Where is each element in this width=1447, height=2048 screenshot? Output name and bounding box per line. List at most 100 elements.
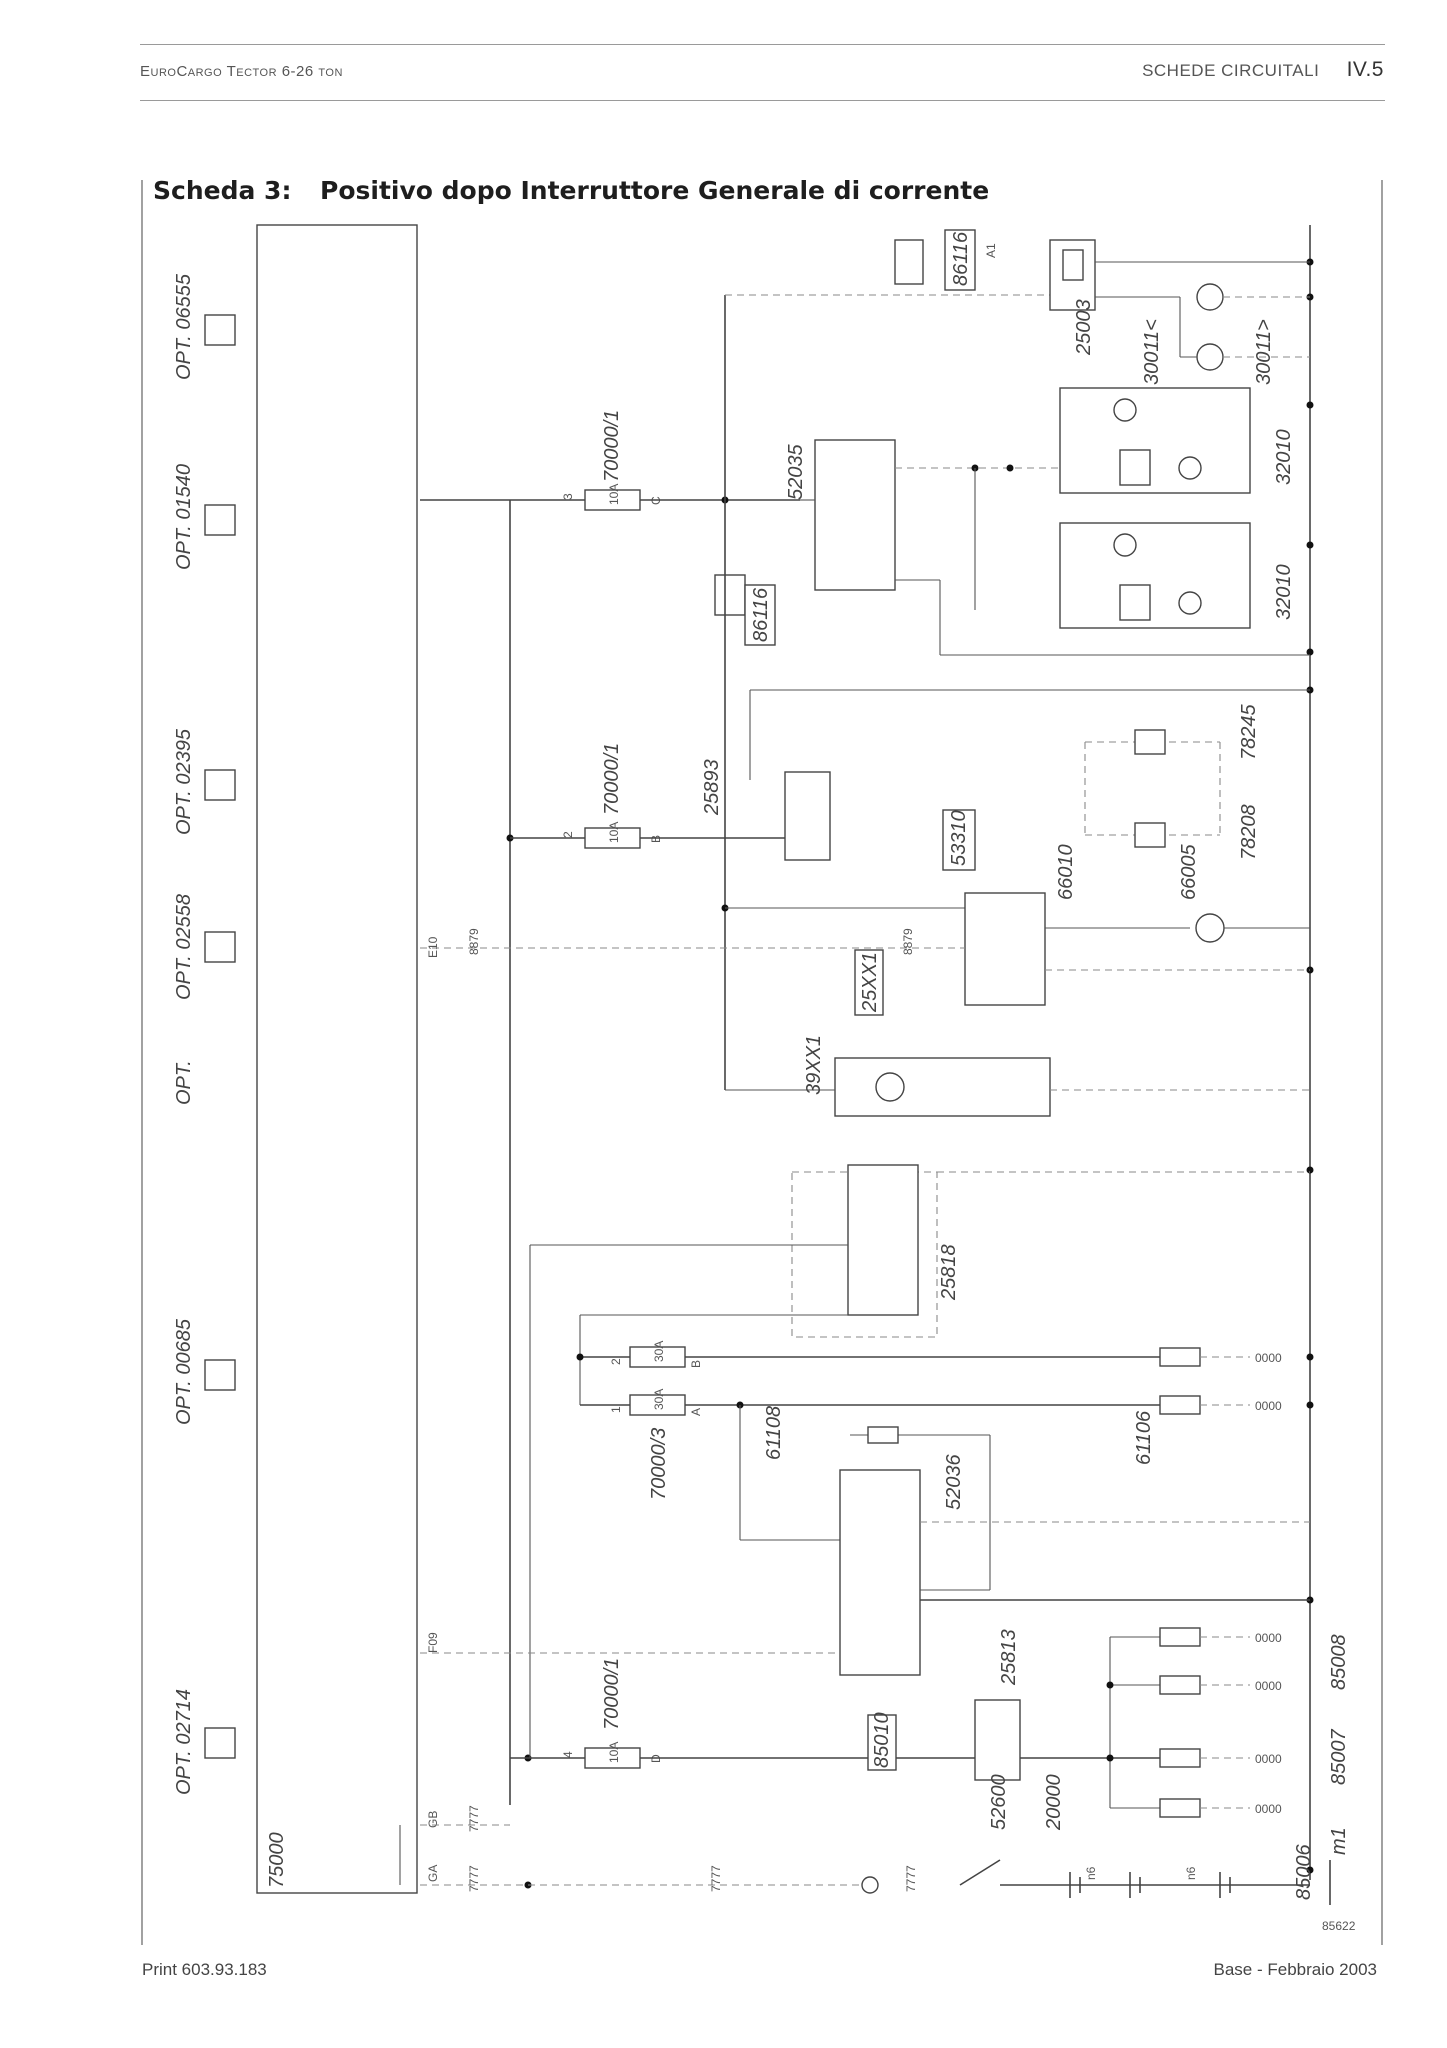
- wire-8879-left: 8879: [467, 928, 481, 955]
- header-page-number: IV.5: [1346, 58, 1384, 81]
- header-section-name: SCHEDE CIRCUITALI: [1142, 61, 1320, 80]
- component-53310-label: 53310: [948, 810, 970, 866]
- fuse-2-pin-in: 2: [561, 831, 575, 838]
- component-86116-lower: [744, 584, 776, 646]
- relay-25813-label: 25813: [998, 1629, 1020, 1686]
- valve-78245-label: 78245: [1238, 704, 1260, 760]
- page-title: Positivo dopo Interruttore Generale di c…: [320, 176, 990, 205]
- option-symbols: [204, 314, 236, 1759]
- valve-78208-label: 78208: [1238, 804, 1260, 860]
- unit-32010-lower: [1059, 522, 1251, 629]
- component-53310: [942, 809, 976, 871]
- wire-0000: 0000: [1255, 1802, 1282, 1816]
- fuse-4-rating: 30A: [652, 1389, 666, 1410]
- ground-m1-label: 85006: [1293, 1844, 1315, 1900]
- unit-32010-lower-label: 32010: [1273, 564, 1295, 620]
- option-label: OPT. 06555: [173, 273, 195, 380]
- fuse-5-rating: 10A: [607, 1742, 621, 1763]
- fuse-3-pin-in: 2: [609, 1358, 623, 1365]
- main-switch-52600: [959, 1859, 1001, 1886]
- fuse-1-pin-in: 3: [561, 493, 575, 500]
- main-panel-75000: [256, 224, 418, 1894]
- ground-85008-label: 85007: [1328, 1729, 1350, 1785]
- header-bottom-rule: [140, 100, 1385, 101]
- valve-78208: [1134, 822, 1166, 848]
- option-label: OPT. 02395: [173, 728, 195, 835]
- option-label: OPT. 00685: [173, 1318, 195, 1425]
- option-labels: OPT. 06555 OPT. 01540 OPT. 02395 OPT. 02…: [173, 273, 195, 1795]
- connector-symbol: [861, 1876, 879, 1894]
- pin-gb: GB: [426, 1811, 440, 1828]
- relay-25003-label: 25003: [1073, 299, 1095, 356]
- lamp-30011-b: [1196, 343, 1224, 371]
- ground-85006-label: 85008: [1328, 1634, 1350, 1690]
- component-86116-top: [944, 229, 976, 291]
- module-66010: [964, 892, 1046, 1006]
- component-85010: [867, 1714, 897, 1771]
- header-manual-title: EuroCargo Tector 6-26 ton: [140, 63, 343, 80]
- fuse-3-pin-out: B: [689, 1360, 703, 1368]
- wire-8879-right: 8879: [901, 928, 915, 955]
- lamp-switch-39xx1-label: 39XX1: [803, 1035, 825, 1095]
- relay-25003-coil: [1062, 249, 1084, 281]
- wire-7777: 7777: [709, 1865, 723, 1892]
- switch-52036: [839, 1469, 921, 1676]
- lamp-30011-a: [1196, 283, 1224, 311]
- option-icon-02558: [204, 931, 236, 963]
- lamp-30011-left-label: 30011<: [1141, 319, 1163, 385]
- battery-label: n6: [1184, 1866, 1198, 1880]
- switch-52035-label: 52035: [785, 444, 807, 500]
- fuse-group-label: 70000/1: [601, 743, 623, 815]
- option-label: OPT. 02558: [173, 894, 195, 1000]
- component-25xx1-label: 25XX1: [859, 952, 881, 1013]
- main-switch-52600-label: 52600: [988, 1774, 1010, 1830]
- lamp-switch-39xx1: [834, 1057, 1051, 1117]
- component-86116-top-symbol: [894, 239, 924, 285]
- fuse-4-pin-in: 1: [609, 1406, 623, 1413]
- ground-85007-label: m1: [1328, 1827, 1350, 1855]
- component-85010-label: 85010: [871, 1712, 893, 1768]
- option-icon-02714: [204, 1727, 236, 1759]
- option-label: OPT. 01540: [173, 464, 195, 570]
- option-label: OPT. 02714: [173, 1689, 195, 1795]
- component-61106-label: 61106: [1133, 1410, 1155, 1465]
- switch-52035: [814, 439, 896, 591]
- option-icon-02395: [204, 769, 236, 801]
- unit-32010-upper-label: 32010: [1273, 429, 1295, 485]
- valve-78245: [1134, 729, 1166, 755]
- relay-25813: [974, 1699, 1021, 1781]
- fuse-group-label: 70000/1: [601, 410, 623, 482]
- unit-32010-upper: [1059, 387, 1251, 494]
- figure-number: 85622: [1322, 1919, 1356, 1933]
- header-top-rule: [140, 44, 1385, 45]
- header-section: SCHEDE CIRCUITALI IV.5: [1142, 58, 1384, 82]
- motor-66005-label: 66005: [1178, 844, 1200, 900]
- option-icon-06555: [204, 314, 236, 346]
- option-icon-00685: [204, 1359, 236, 1391]
- component-86116-lower-symbol: [714, 574, 746, 616]
- option-icon-01540: [204, 504, 236, 536]
- fuse-group-label: 70000/1: [601, 1658, 623, 1730]
- component-86116-label: 86116: [950, 231, 972, 286]
- fuse-2-pin-out: B: [649, 835, 663, 843]
- battery-20000-label: 20000: [1043, 1774, 1065, 1831]
- relay-25818: [847, 1164, 919, 1316]
- battery-label: n6: [1084, 1866, 1098, 1880]
- component-61108-label: 61108: [763, 1406, 785, 1460]
- relay-25893: [784, 771, 831, 861]
- battery-20000: [1069, 1872, 1231, 1898]
- wire-0000: 0000: [1255, 1399, 1282, 1413]
- pin-f09: F09: [426, 1632, 440, 1653]
- lamp-30011-right-label: 30011>: [1253, 319, 1275, 385]
- wire-7777: 7777: [467, 1805, 481, 1832]
- pin-e10: E10: [426, 936, 440, 958]
- option-label: OPT.: [173, 1060, 195, 1105]
- wire-0000: 0000: [1255, 1631, 1282, 1645]
- fuse-5-pin-in: 4: [561, 1751, 575, 1758]
- switch-52036-label: 52036: [943, 1454, 965, 1510]
- wire-0000: 0000: [1255, 1679, 1282, 1693]
- wire-0000: 0000: [1255, 1752, 1282, 1766]
- footer-edition: Base - Febbraio 2003: [1213, 1960, 1378, 1979]
- fuse-3-rating: 30A: [652, 1341, 666, 1362]
